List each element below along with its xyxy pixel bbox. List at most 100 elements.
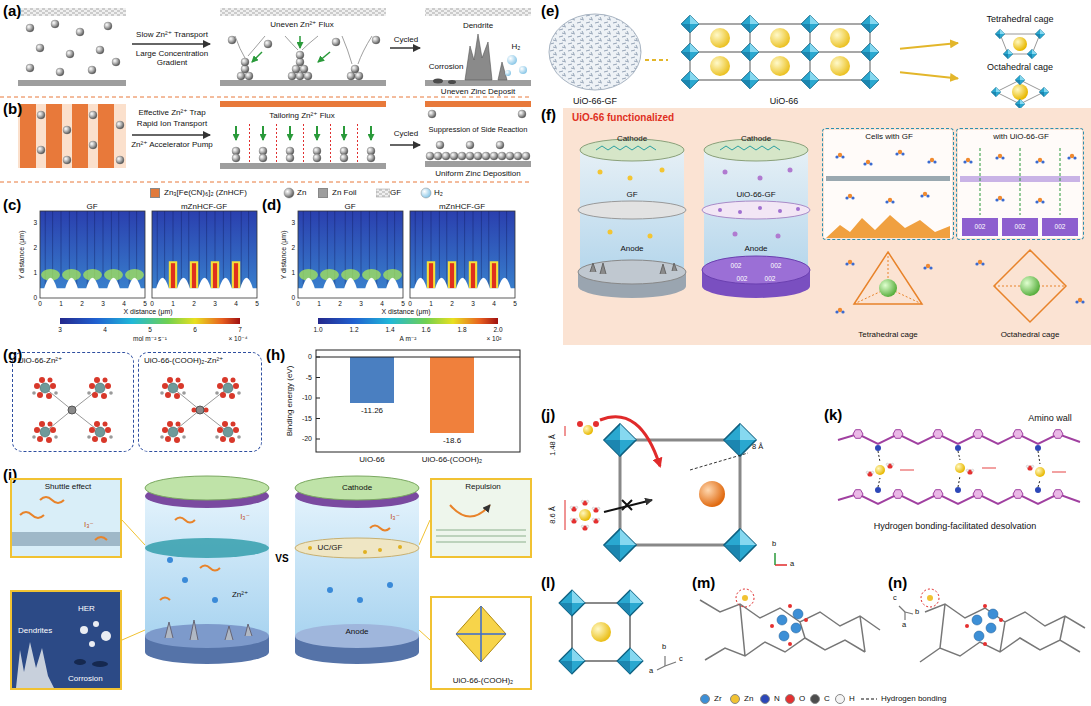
figure-label: GF: [626, 190, 637, 199]
art-shape: [498, 152, 506, 160]
figure-label: 1: [59, 300, 63, 307]
figure-label: 4: [380, 300, 384, 307]
figure-label: 1.2: [349, 326, 358, 333]
figure-label: 0: [408, 300, 412, 307]
art-shape: [357, 597, 363, 603]
art-shape: [878, 478, 880, 487]
art-shape: [89, 141, 97, 149]
figure-label: Octahedral cage: [1001, 330, 1060, 339]
art-shape: [16, 642, 54, 688]
art-shape: [578, 201, 686, 219]
panel-letter: (b): [3, 100, 22, 117]
art-shape: [367, 154, 375, 162]
art-shape: [241, 58, 249, 66]
art-shape: [920, 192, 929, 198]
art-shape: [167, 557, 218, 603]
art-shape: [559, 648, 585, 674]
panel-b-art: [0, 101, 532, 182]
figure-label: 3: [291, 219, 295, 226]
art-shape: [182, 577, 188, 583]
art-shape: [456, 606, 506, 662]
art-shape: [343, 126, 345, 140]
art-shape: [986, 623, 996, 633]
art-shape: [927, 158, 936, 164]
figure-label: 3: [359, 300, 363, 307]
figure-label: b: [915, 608, 919, 617]
art-shape: [26, 64, 34, 72]
art-shape: [770, 604, 808, 646]
art-shape: [826, 215, 950, 238]
art-shape: [893, 430, 903, 439]
figure-label: Cathode: [342, 483, 372, 492]
art-shape: [132, 43, 210, 45]
art-shape: [474, 152, 482, 160]
figure-label: 2: [291, 244, 295, 251]
art-shape: [160, 421, 186, 443]
art-shape: [774, 553, 776, 565]
art-shape: [363, 550, 367, 554]
node-text: UiO-66: [770, 96, 799, 106]
figure-label: -20: [302, 435, 312, 443]
art-shape: [425, 161, 531, 167]
panel-letter: (l): [541, 574, 555, 591]
figure-label: 1.6: [421, 326, 430, 333]
figure-label: 3: [101, 300, 105, 307]
art-shape: [1002, 218, 1038, 236]
art-shape: [965, 604, 1003, 646]
figure-label: a: [649, 667, 653, 676]
art-shape: [419, 630, 430, 640]
node-text: Dendrites: [18, 626, 52, 635]
figure-label: Y distance (μm): [18, 230, 26, 279]
art-shape: [122, 630, 145, 640]
art-shape: [963, 154, 1076, 204]
figure-label: Cycled: [394, 129, 418, 138]
art-shape: [304, 72, 312, 80]
art-shape: [378, 548, 382, 552]
art-shape: [264, 40, 272, 48]
figure-label: 1: [291, 269, 295, 276]
legend-dot: [730, 694, 740, 704]
figure-label: 5: [148, 326, 152, 333]
figure-label: Dendrite: [463, 21, 493, 30]
art-shape: [295, 624, 419, 648]
art-shape: [886, 463, 894, 468]
art-shape: [801, 43, 819, 61]
art-shape: [1013, 37, 1027, 51]
art-shape: [778, 209, 782, 213]
art-shape: [608, 230, 613, 235]
art-shape: [228, 36, 236, 44]
art-shape: [628, 176, 633, 181]
figure-label: 3: [33, 219, 37, 226]
art-shape: [720, 146, 780, 150]
figure-label: 2: [33, 244, 37, 251]
art-shape: [620, 440, 740, 545]
node-text: Cells with GF: [865, 132, 913, 141]
figure-label: 6: [193, 326, 197, 333]
panel-letter: (a): [3, 2, 21, 19]
figure-label: -5: [306, 374, 312, 382]
art-shape: [824, 130, 952, 238]
art-shape: [660, 168, 665, 173]
art-shape: [165, 620, 252, 640]
art-shape: [36, 44, 44, 52]
art-shape: [1015, 75, 1025, 85]
art-shape: [235, 126, 237, 140]
dashed-box: Cells with GF: [822, 128, 954, 240]
panel-letter: (f): [541, 106, 556, 123]
figure-label: -18.6: [443, 436, 461, 445]
figure-label: 2: [192, 300, 196, 307]
legend-shape: [283, 187, 295, 199]
art-shape: [577, 421, 583, 427]
art-shape: [63, 126, 71, 134]
art-shape: [220, 8, 386, 16]
art-shape: [316, 357, 520, 358]
art-shape: [426, 152, 434, 160]
art-shape: [370, 526, 390, 531]
art-shape: [433, 79, 443, 84]
art-shape: [1015, 99, 1025, 109]
figure-label: 1.48 Å: [549, 434, 558, 456]
art-shape: [972, 609, 998, 641]
figure-label: × 10⁻⁴: [228, 335, 247, 342]
art-shape: [66, 50, 74, 58]
